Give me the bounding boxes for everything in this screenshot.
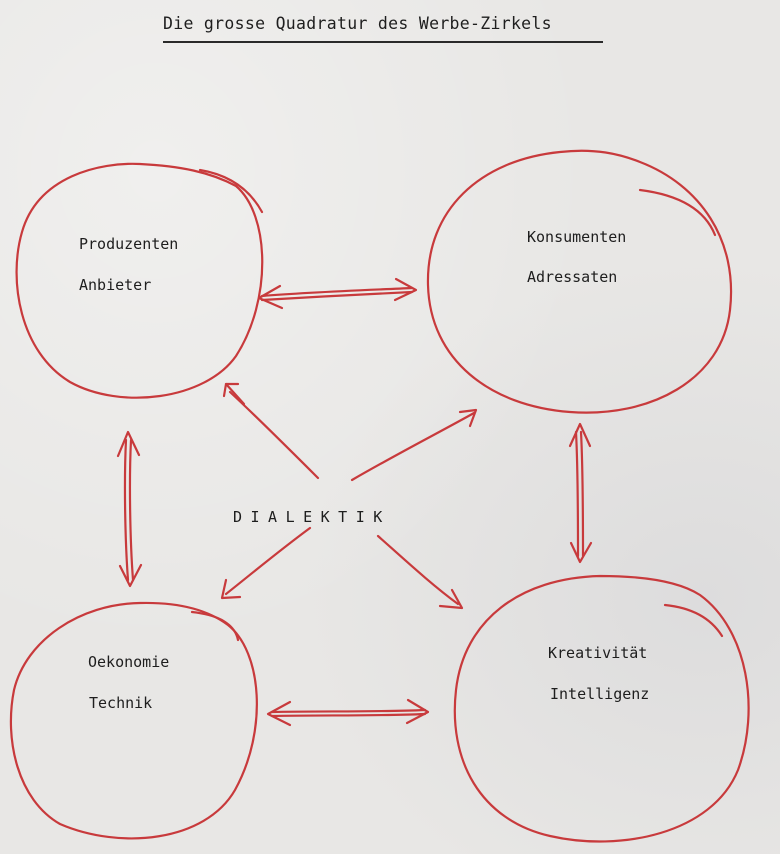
arrow-dialektik-produzenten	[222, 382, 320, 480]
node-kreativitaet-label-1: Kreativität	[548, 644, 648, 662]
node-konsumenten-label-2: Adressaten	[527, 268, 618, 286]
diagram-title: Die grosse Quadratur des Werbe-Zirkels	[163, 14, 552, 33]
arrow-dialektik-kreativitaet	[376, 534, 464, 610]
node-circle-kreativitaet	[453, 574, 750, 843]
title-underline	[163, 41, 603, 43]
node-produzenten-label-2: Anbieter	[79, 276, 152, 294]
center-label-dialektik: DIALEKTIK	[233, 508, 391, 526]
node-kreativitaet-label-2: Intelligenz	[550, 685, 650, 703]
arrow-produzenten-konsumenten	[257, 277, 418, 310]
node-produzenten-label-1: Produzenten	[79, 235, 179, 253]
arrow-oekonomie-kreativitaet	[266, 698, 430, 727]
arrow-konsumenten-kreativitaet	[568, 422, 593, 564]
node-oekonomie-label-1: Oekonomie	[88, 653, 170, 671]
node-circle-produzenten	[15, 162, 264, 399]
node-circle-oekonomie	[9, 601, 258, 840]
node-oekonomie-label-2: Technik	[89, 694, 153, 712]
node-konsumenten-label-1: Konsumenten	[527, 228, 627, 246]
node-circle-konsumenten	[426, 149, 733, 414]
arrow-produzenten-oekonomie	[116, 430, 143, 588]
arrow-dialektik-konsumenten	[350, 408, 478, 482]
arrow-dialektik-oekonomie	[220, 526, 312, 600]
